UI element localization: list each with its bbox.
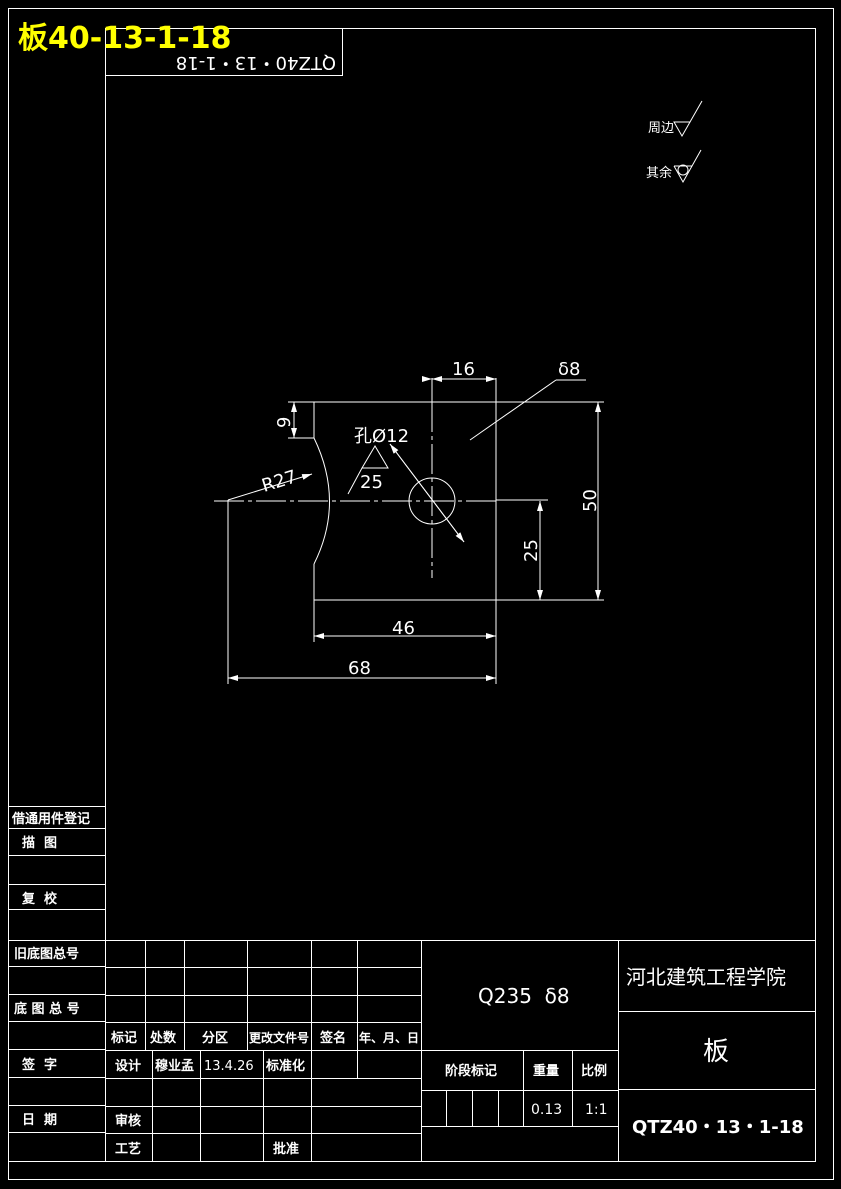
- dim-16-label: 16: [452, 359, 475, 380]
- roughness-circle-icon: [673, 149, 702, 184]
- tb-signature: 签名: [319, 1030, 346, 1046]
- outer-border: [8, 8, 834, 1180]
- r27-leader: [227, 473, 313, 501]
- code-box: [105, 28, 343, 76]
- tb-designer: 穆业孟: [155, 1058, 194, 1074]
- dim-46-label: 46: [392, 618, 415, 639]
- tb-change-doc: 更改文件号: [249, 1030, 309, 1045]
- tb-standard: 标准化: [265, 1058, 305, 1074]
- tb-approve: 批准: [273, 1141, 299, 1157]
- dim-68-label: 68: [348, 658, 371, 679]
- tb-stage: 阶段标记: [445, 1063, 497, 1079]
- roughness-triangle-icon: [673, 100, 703, 138]
- side-check: 复 校: [21, 891, 58, 907]
- hole-leader-back: [389, 443, 465, 543]
- tb-weight-label: 重量: [533, 1063, 559, 1079]
- tb-design-date: 13.4.26: [204, 1059, 254, 1074]
- tb-count: 处数: [149, 1030, 177, 1046]
- hole-label: 孔Ø12: [354, 426, 409, 447]
- dim-25-label: 25: [521, 539, 542, 562]
- side-trace: 描 图: [22, 835, 57, 851]
- dim-9-label: 9: [274, 417, 295, 428]
- hole-roughness-icon: [347, 445, 389, 495]
- r27-label: R27: [259, 466, 299, 496]
- tb-zone: 分区: [202, 1030, 228, 1046]
- tb-drawing-no: QTZ40・13・1-18: [632, 1117, 804, 1138]
- tb-ymd: 年、月、日: [359, 1030, 419, 1045]
- tb-weight: 0.13: [531, 1102, 562, 1118]
- hole-circle: [408, 477, 456, 525]
- tb-design: 设计: [115, 1058, 141, 1074]
- rest-roughness-label: 其余: [646, 165, 672, 181]
- side-borrow: 借通用件登记: [11, 811, 90, 827]
- side-old-base: 旧底图总号: [14, 946, 79, 962]
- hole-roughness-value: 25: [360, 472, 383, 493]
- thickness-label: δ8: [558, 359, 580, 380]
- overlay-title: 板40-13-1-18: [18, 21, 231, 56]
- edge-roughness-label: 周边: [648, 121, 674, 136]
- tb-scale-label: 比例: [581, 1063, 607, 1079]
- tb-mark: 标记: [110, 1030, 137, 1046]
- tb-part-name: 板: [703, 1037, 729, 1067]
- side-sign: 签 字: [21, 1057, 57, 1073]
- side-base-total: 底 图 总 号: [14, 1001, 80, 1017]
- tb-school: 河北建筑工程学院: [626, 965, 786, 989]
- side-table: [8, 806, 105, 1133]
- title-block-grid: [105, 940, 815, 1161]
- tb-scale: 1:1: [585, 1102, 608, 1118]
- dim-50-label: 50: [580, 489, 601, 512]
- tb-review: 审核: [115, 1113, 141, 1129]
- tb-process: 工艺: [115, 1141, 141, 1157]
- tb-material: Q235 δ8: [478, 984, 570, 1008]
- side-date: 日 期: [22, 1113, 57, 1128]
- mirrored-code: QTZ40・13・1-18: [176, 52, 336, 73]
- inner-border: [105, 28, 816, 1162]
- thickness-leader: [469, 379, 557, 441]
- roughness-circle-mark: [677, 164, 689, 176]
